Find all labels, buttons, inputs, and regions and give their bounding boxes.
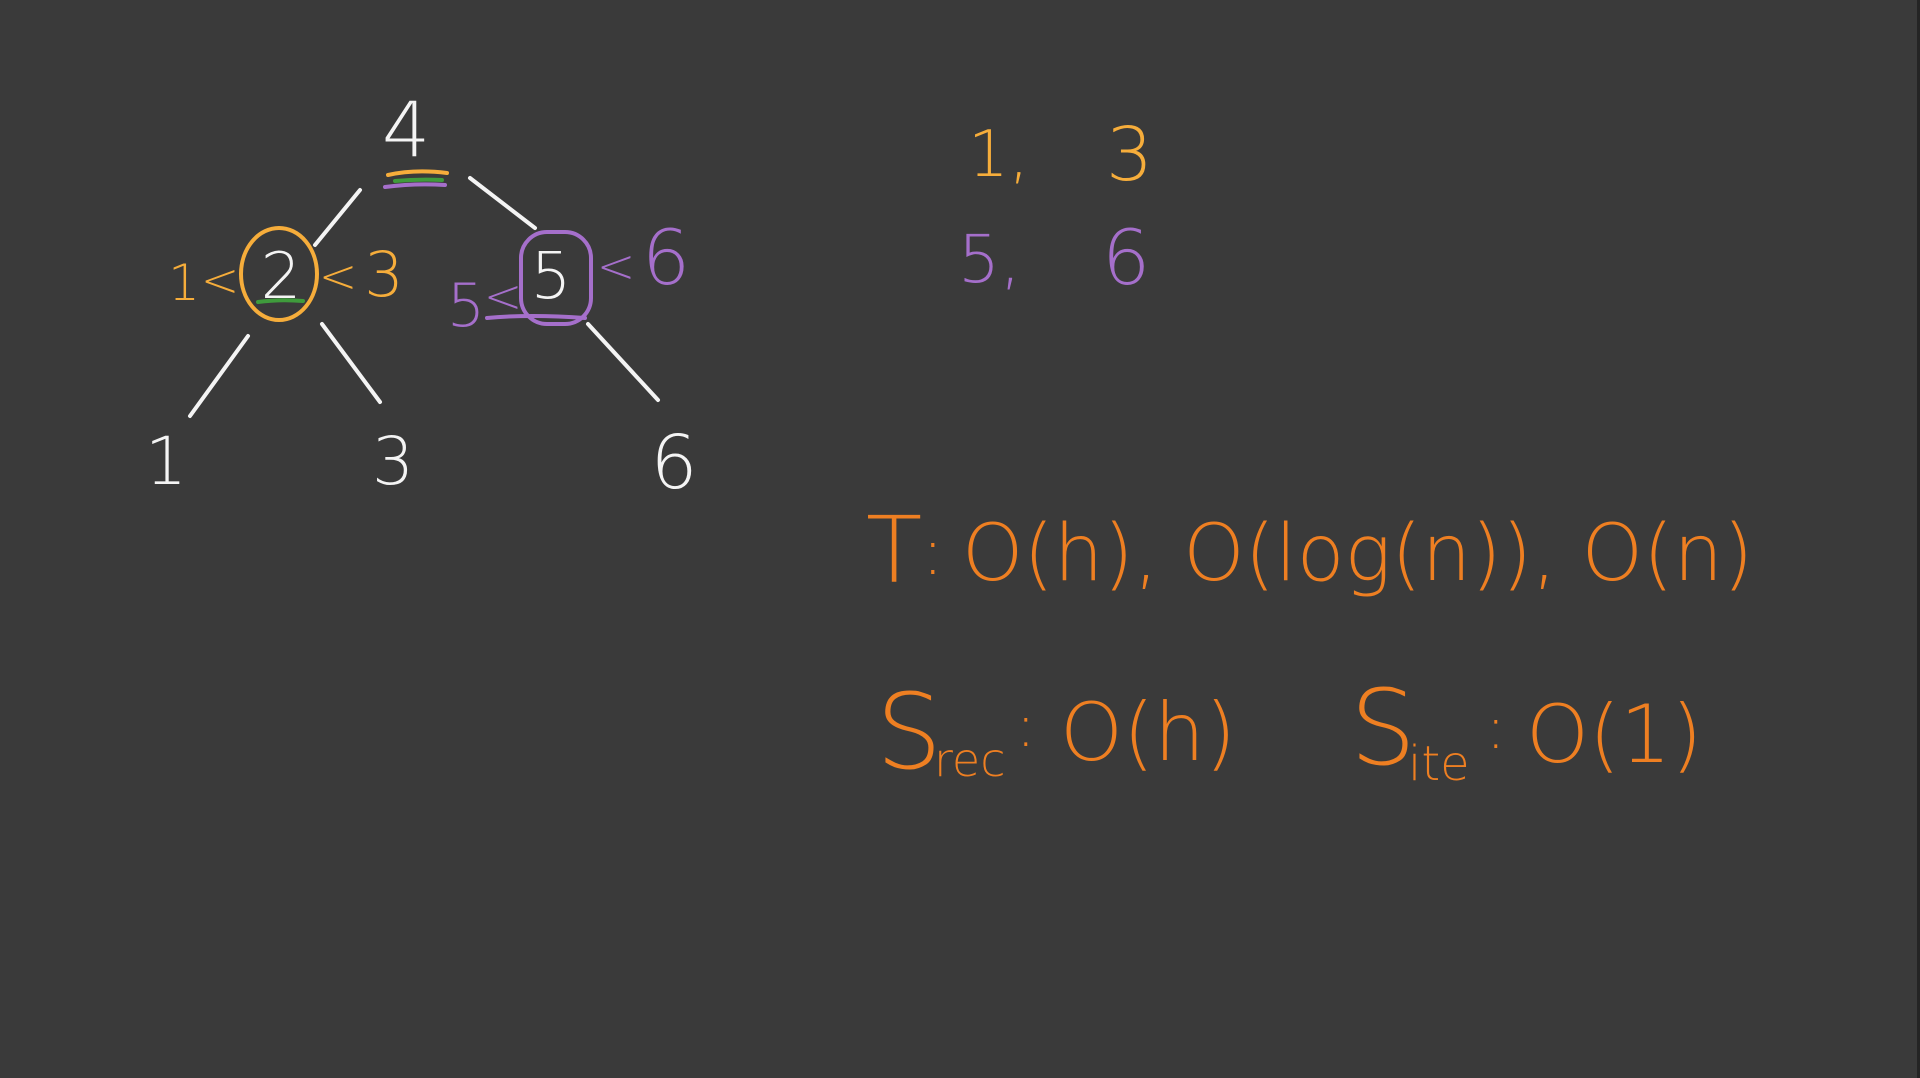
space-rec-subscript: rec <box>934 733 1006 787</box>
tree-node-right-right: 6 <box>650 420 697 506</box>
space-rec-value: O(h) <box>1060 686 1236 779</box>
edge-root-right <box>468 176 537 230</box>
node-highlight-circle-yellow <box>239 226 319 322</box>
right-bound-lt-high: < <box>597 239 636 293</box>
pair-row2-first: 5, <box>958 221 1021 298</box>
pair-row1-second: 3 <box>1106 112 1153 198</box>
right-bound-lt-low: < <box>484 269 523 323</box>
left-node-underline-green <box>256 298 305 304</box>
right-bound-high: 6 <box>642 213 690 302</box>
space-ite-colon: : <box>1486 694 1506 762</box>
space-ite-value: O(1) <box>1526 688 1702 781</box>
pair-row1-first: 1, <box>968 118 1029 192</box>
space-ite-subscript: ite <box>1408 736 1470 792</box>
root-underline-green <box>393 177 444 183</box>
right-bound-underline-purple <box>485 314 587 320</box>
node-highlight-box-purple <box>519 230 593 326</box>
root-underline-yellow <box>386 169 449 177</box>
time-complexity-colon: : <box>922 516 944 590</box>
edge-root-left <box>313 188 362 247</box>
edge-left-leftchild <box>188 334 250 418</box>
tree-node-left-left: 1 <box>145 423 187 500</box>
time-complexity-value: O(h), O(log(n)), O(n) <box>962 509 1753 599</box>
edge-left-rightchild <box>320 322 382 404</box>
space-rec-label: S <box>876 671 942 793</box>
space-rec-colon: : <box>1016 692 1036 760</box>
time-complexity-label: T <box>866 497 922 604</box>
tree-node-root: 4 <box>382 85 430 174</box>
tree-node-left-right: 3 <box>372 423 414 500</box>
left-bound-lt-low: < <box>201 253 240 307</box>
space-ite-label: S <box>1350 667 1416 789</box>
tree-node-right: 5 <box>531 240 572 314</box>
right-bound-low: 5 <box>447 271 485 341</box>
edge-right-rightchild <box>586 322 660 402</box>
root-underline-purple <box>383 182 447 189</box>
left-bound-lt-high: < <box>319 249 358 303</box>
left-bound-low: 1 <box>168 254 200 312</box>
pair-row2-second: 6 <box>1102 213 1150 302</box>
left-bound-high: 3 <box>364 238 403 311</box>
